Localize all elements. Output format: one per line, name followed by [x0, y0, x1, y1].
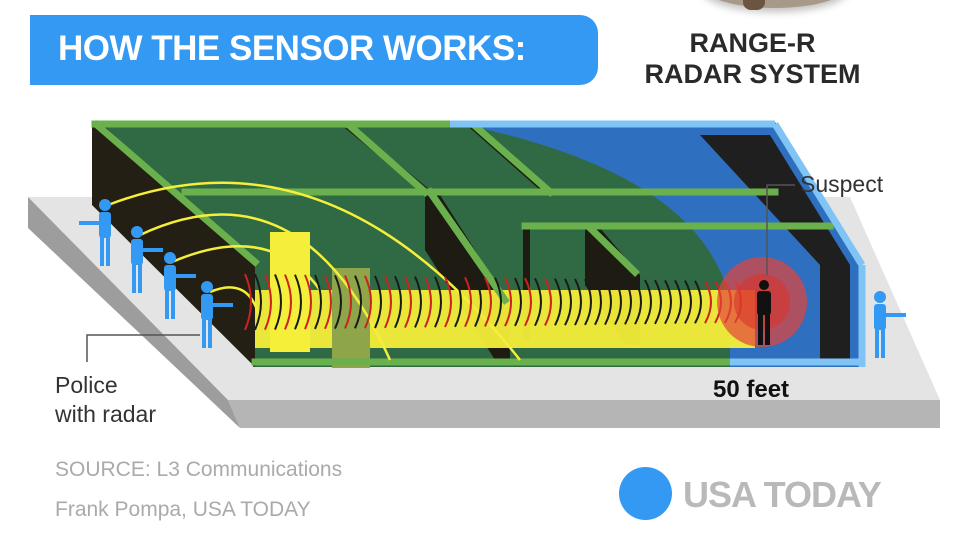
- signal-arc: [107, 181, 521, 361]
- radar-wave-arc: [624, 279, 632, 325]
- radar-wave-arc: [674, 279, 682, 325]
- radar-wave-arc: [294, 274, 302, 330]
- product-name: RANGE-R RADAR SYSTEM: [640, 28, 865, 90]
- radar-device-image: [700, 0, 850, 8]
- suspect-label: Suspect: [800, 171, 884, 197]
- radar-wave-arc: [354, 275, 362, 329]
- usa-today-logo: USA TODAY: [683, 474, 882, 515]
- radar-wave-arc: [664, 279, 672, 325]
- radar-wave-arc: [264, 273, 272, 331]
- radar-wave-arc: [404, 275, 412, 329]
- radar-wave-arc: [414, 276, 422, 328]
- radar-wave-arc: [594, 278, 602, 326]
- radar-wave-arc: [584, 278, 592, 326]
- radar-wave-arc: [514, 277, 522, 327]
- right-wall-dark: [700, 135, 850, 360]
- radar-wave-arc: [504, 277, 512, 327]
- radar-wave-arc: [394, 275, 402, 329]
- police-label-line1: Police: [55, 372, 118, 398]
- wall-top: [470, 121, 555, 197]
- police-officer-figure: [164, 252, 196, 319]
- radar-wave-arc: [554, 278, 562, 326]
- radar-wave-arc: [494, 277, 502, 327]
- radar-wave-arc: [524, 277, 532, 327]
- radar-wave-arc: [704, 280, 712, 324]
- radar-wave-arc: [364, 275, 372, 329]
- platform-side: [28, 197, 240, 428]
- police-officer-figure: [79, 199, 111, 266]
- police-officer-figure: [874, 291, 906, 358]
- distance-label: 50 feet: [713, 376, 790, 403]
- radar-wave-arc: [384, 275, 392, 329]
- radar-wave-arc: [534, 277, 542, 327]
- wall-top: [585, 223, 640, 277]
- wall-tops: [91, 120, 834, 366]
- page-title: HOW THE SENSOR WORKS:: [58, 29, 526, 68]
- signal-arc: [139, 213, 392, 361]
- radar-wave-arc: [684, 280, 692, 324]
- title-banner: HOW THE SENSOR WORKS:: [30, 15, 598, 85]
- radar-wave-arc: [454, 276, 462, 328]
- radar-wave-arc: [444, 276, 452, 328]
- suspect-leader-line: [766, 184, 795, 275]
- radar-wave-arc: [574, 278, 582, 326]
- radar-wave-arc: [564, 278, 572, 326]
- radar-wave-arc: [314, 274, 322, 330]
- wall-top: [425, 187, 510, 305]
- radar-waves: [244, 273, 742, 331]
- radar-wave-arc: [604, 278, 612, 326]
- police-figures: [79, 199, 906, 358]
- radar-wave-arc: [374, 275, 382, 329]
- radar-wave-arc: [614, 279, 622, 325]
- radar-wave-arc: [424, 276, 432, 328]
- platform-front: [228, 400, 940, 428]
- police-officer-figure: [201, 281, 233, 348]
- product-name-line2: RADAR SYSTEM: [644, 59, 861, 89]
- source-credit: SOURCE: L3 Communications: [55, 458, 343, 481]
- suspect-figure: [757, 280, 771, 345]
- radar-wave-arc: [324, 274, 332, 330]
- radar-wave-arc: [434, 276, 442, 328]
- radar-wave-arc: [274, 274, 282, 330]
- radar-wave-arc: [694, 280, 702, 324]
- police-label-line2: with radar: [55, 401, 156, 427]
- radar-wave-arc: [654, 279, 662, 325]
- radar-wave-arc: [644, 279, 652, 325]
- artist-credit: Frank Pompa, USA TODAY: [55, 498, 311, 521]
- product-name-line1: RANGE-R: [689, 28, 816, 58]
- radar-wave-arc: [464, 276, 472, 328]
- radar-wave-arc: [334, 274, 342, 330]
- police-officer-figure: [131, 226, 163, 293]
- wall-top-blue: [772, 122, 865, 267]
- radar-wave-arc: [344, 275, 352, 329]
- radar-wave-arc: [484, 277, 492, 327]
- signal-arc: [209, 286, 262, 321]
- radar-device-knob: [743, 0, 765, 10]
- wall-top: [345, 121, 430, 197]
- radar-wave-arc: [284, 274, 292, 330]
- usa-today-logo-dot: [619, 467, 672, 520]
- signal-arc: [171, 245, 322, 291]
- radar-wave-arc: [304, 274, 312, 330]
- radar-wave-arc: [244, 273, 252, 331]
- radar-wave-arc: [544, 278, 552, 326]
- radar-wave-arc: [254, 273, 262, 331]
- radar-wave-arc: [634, 279, 642, 325]
- police-leader-line: [86, 334, 200, 362]
- wall-top: [92, 120, 260, 267]
- radar-wave-arc: [474, 277, 482, 327]
